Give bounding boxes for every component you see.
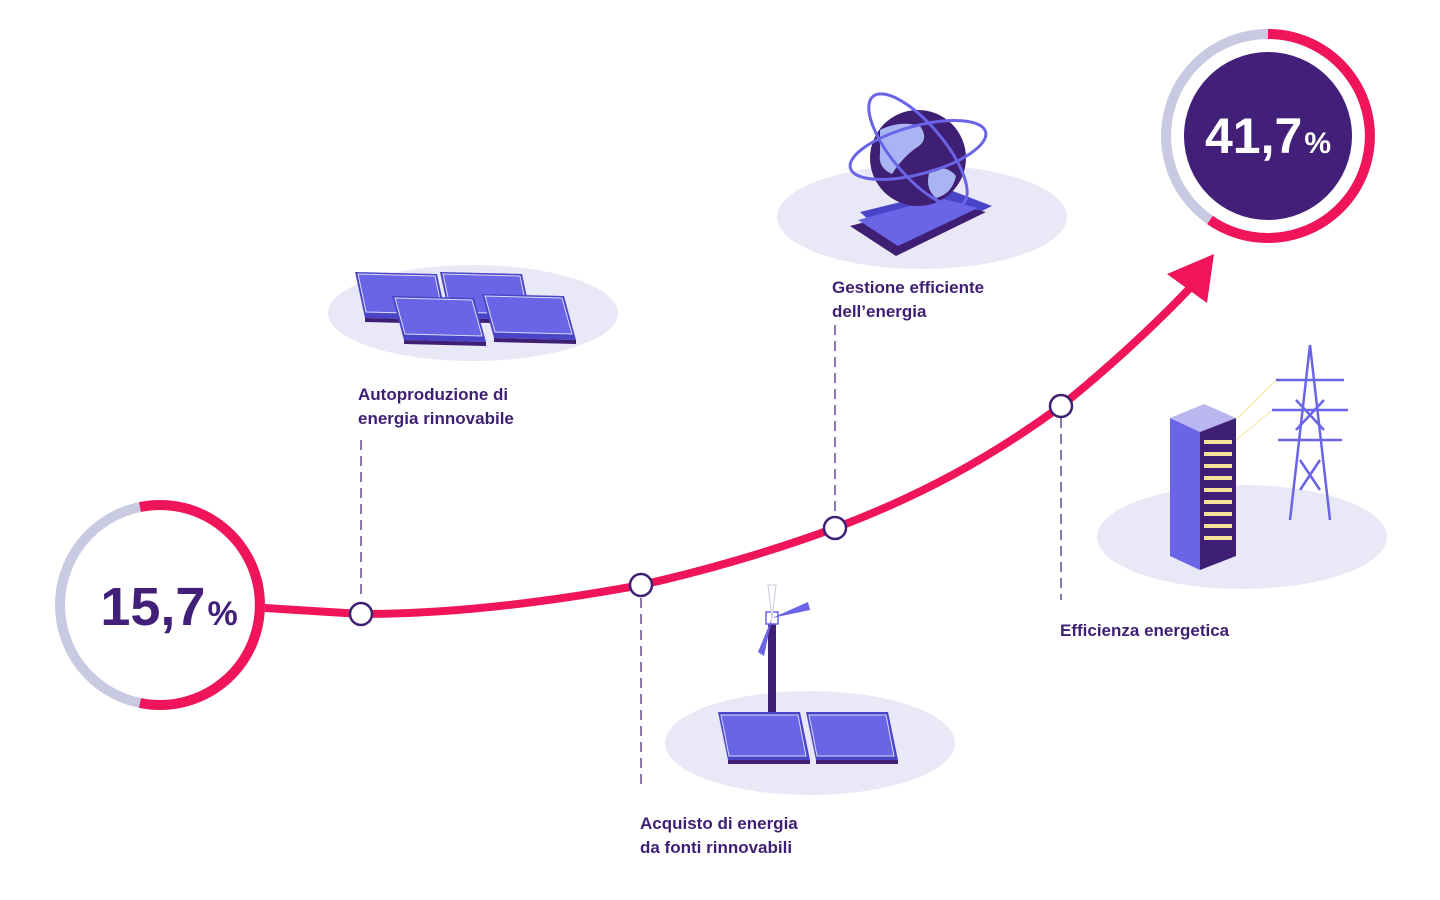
label-autoproduzione: Autoproduzione di energia rinnovabile <box>358 385 514 428</box>
solar-panels-icon <box>355 272 576 346</box>
label-gestione: Gestione efficiente dell’energia <box>832 278 985 321</box>
start-percentage: 15,7% <box>100 577 237 637</box>
label-acquisto: Acquisto di energia da fonti rinnovabili <box>640 814 798 857</box>
blob-building <box>1097 485 1387 589</box>
node-gestione <box>822 515 848 541</box>
label-efficienza: Efficienza energetica <box>1060 621 1230 640</box>
start-percentage-ring: 15,7% <box>55 500 265 710</box>
blob-wind <box>665 691 955 795</box>
node-acquisto <box>628 572 654 598</box>
node-efficienza <box>1048 393 1074 419</box>
end-percentage: 41,7% <box>1205 108 1331 164</box>
end-percentage-ring: 41,7% <box>1161 29 1375 243</box>
growth-arrowhead <box>1167 254 1214 303</box>
building-pylon-icon <box>1170 344 1348 570</box>
node-autoproduzione <box>348 601 374 627</box>
wind-turbine-solar-icon <box>718 584 898 764</box>
globe-tablet-icon <box>848 92 992 256</box>
